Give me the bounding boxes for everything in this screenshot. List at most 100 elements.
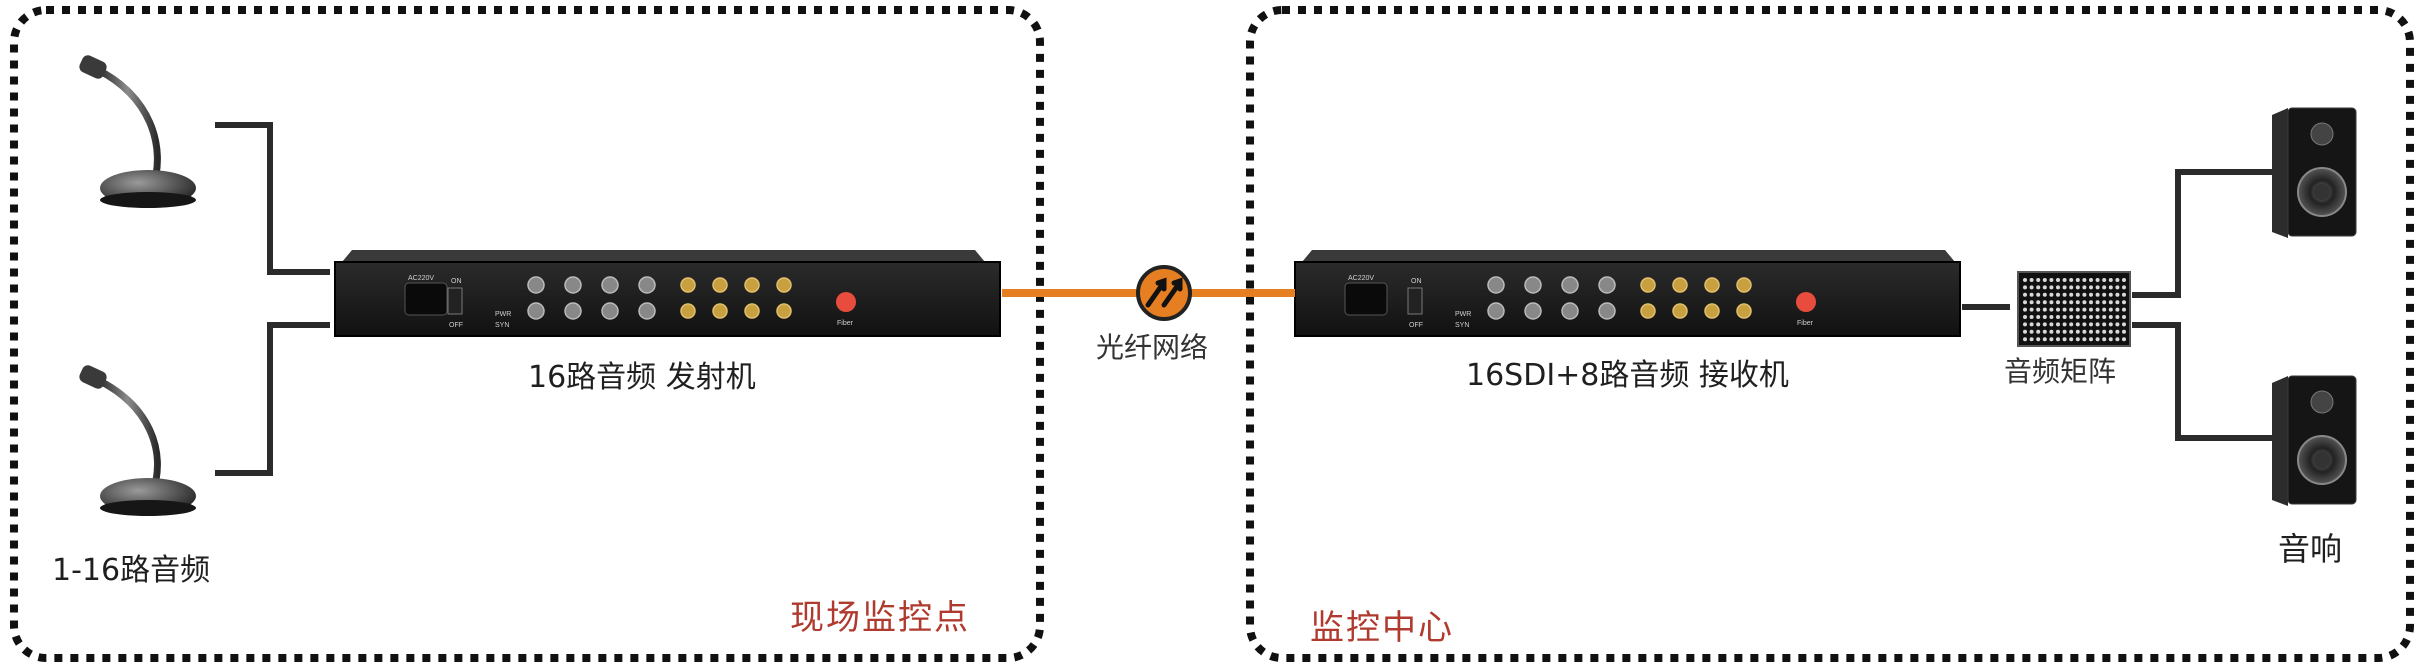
matrix-led bbox=[2029, 307, 2034, 312]
matrix-led bbox=[2102, 322, 2107, 327]
matrix-led bbox=[2122, 278, 2126, 282]
matrix-label: 音频矩阵 bbox=[2004, 355, 2117, 388]
matrix-led bbox=[2095, 300, 2100, 305]
speakers-label: 音响 bbox=[2278, 530, 2343, 568]
matrix-led bbox=[2108, 337, 2113, 342]
matrix-led bbox=[2095, 285, 2100, 290]
matrix-led bbox=[2102, 278, 2107, 282]
matrix-led bbox=[2023, 329, 2027, 334]
bnc-connector-icon bbox=[527, 276, 656, 320]
matrix-led bbox=[2023, 300, 2027, 305]
matrix-led bbox=[2095, 307, 2100, 312]
matrix-led bbox=[2102, 337, 2107, 342]
receiver-label: 16SDI+8路音频 接收机 bbox=[1466, 358, 1789, 393]
matrix-led bbox=[2089, 329, 2093, 334]
matrix-led bbox=[2102, 329, 2107, 334]
matrix-led bbox=[2042, 285, 2047, 290]
matrix-led bbox=[2029, 329, 2034, 334]
matrix-led bbox=[2029, 315, 2034, 319]
matrix-led bbox=[2023, 292, 2027, 297]
speaker-icon bbox=[2272, 375, 2357, 506]
matrix-led bbox=[2122, 300, 2126, 305]
matrix-led bbox=[2056, 285, 2060, 290]
matrix-led bbox=[2069, 329, 2074, 334]
receiver-on-label: ON bbox=[1411, 278, 1422, 285]
receiver-device bbox=[1294, 250, 1961, 337]
matrix-led bbox=[2095, 315, 2100, 319]
matrix-led bbox=[2049, 315, 2054, 319]
fiber-network-icon bbox=[1136, 265, 1192, 321]
matrix-led bbox=[2056, 307, 2060, 312]
matrix-led bbox=[2029, 322, 2034, 327]
matrix-led bbox=[2023, 285, 2027, 290]
matrix-led bbox=[2082, 315, 2087, 319]
transmitter-on-label: ON bbox=[451, 278, 462, 285]
matrix-led bbox=[2075, 322, 2080, 327]
matrix-led bbox=[2122, 315, 2126, 319]
audio-connector-icon bbox=[1640, 277, 1752, 319]
matrix-led bbox=[2056, 315, 2060, 319]
matrix-led bbox=[2075, 329, 2080, 334]
matrix-led bbox=[2049, 322, 2054, 327]
matrix-led bbox=[2069, 300, 2074, 305]
matrix-led bbox=[2069, 285, 2074, 290]
matrix-led bbox=[2082, 307, 2087, 312]
matrix-led bbox=[2056, 322, 2060, 327]
matrix-led bbox=[2042, 315, 2047, 319]
matrix-led bbox=[2062, 315, 2067, 319]
matrix-led bbox=[2062, 300, 2067, 305]
matrix-led bbox=[2029, 292, 2034, 297]
matrix-led bbox=[2023, 278, 2027, 282]
matrix-led bbox=[2036, 329, 2041, 334]
transmitter-label: 16路音频 发射机 bbox=[528, 360, 756, 395]
matrix-led bbox=[2115, 278, 2120, 282]
matrix-led bbox=[2075, 285, 2080, 290]
receiver-fiber-label: Fiber bbox=[1797, 320, 1814, 327]
sources-label: 1-16路音频 bbox=[52, 553, 211, 588]
matrix-led bbox=[2029, 285, 2034, 290]
matrix-led bbox=[2036, 300, 2041, 305]
matrix-led bbox=[2082, 329, 2087, 334]
matrix-led bbox=[2036, 322, 2041, 327]
matrix-led bbox=[2023, 337, 2027, 342]
speaker-icon bbox=[2272, 107, 2357, 238]
matrix-led bbox=[2108, 315, 2113, 319]
matrix-led bbox=[2049, 337, 2054, 342]
matrix-led bbox=[2062, 285, 2067, 290]
transmitter-power-label: AC220V bbox=[408, 275, 434, 282]
matrix-led bbox=[2042, 329, 2047, 334]
matrix-led bbox=[2115, 285, 2120, 290]
matrix-led bbox=[2102, 307, 2107, 312]
matrix-led bbox=[2069, 322, 2074, 327]
matrix-led bbox=[2036, 337, 2041, 342]
matrix-led bbox=[2049, 300, 2054, 305]
matrix-led bbox=[2108, 329, 2113, 334]
matrix-led bbox=[2082, 285, 2087, 290]
matrix-led bbox=[2108, 307, 2113, 312]
matrix-led bbox=[2095, 337, 2100, 342]
receiver-sync-label: SYN bbox=[1455, 322, 1469, 329]
power-socket-icon bbox=[404, 282, 448, 316]
transmitter-fiber-label: Fiber bbox=[837, 320, 854, 327]
fiber-port-icon bbox=[1796, 292, 1816, 312]
matrix-led bbox=[2082, 292, 2087, 297]
matrix-led bbox=[2115, 337, 2120, 342]
matrix-led bbox=[2115, 300, 2120, 305]
fiber-port-icon bbox=[836, 292, 856, 312]
matrix-led bbox=[2042, 322, 2047, 327]
power-switch-icon bbox=[447, 287, 463, 315]
matrix-led bbox=[2115, 322, 2120, 327]
matrix-led bbox=[2108, 292, 2113, 297]
matrix-led bbox=[2023, 307, 2027, 312]
power-socket-icon bbox=[1344, 282, 1388, 316]
matrix-led bbox=[2115, 329, 2120, 334]
matrix-led bbox=[2075, 300, 2080, 305]
matrix-led bbox=[2062, 292, 2067, 297]
matrix-led bbox=[2036, 292, 2041, 297]
matrix-led bbox=[2122, 292, 2126, 297]
bnc-connector-icon bbox=[1487, 276, 1616, 320]
matrix-led bbox=[2056, 300, 2060, 305]
matrix-led bbox=[2056, 329, 2060, 334]
